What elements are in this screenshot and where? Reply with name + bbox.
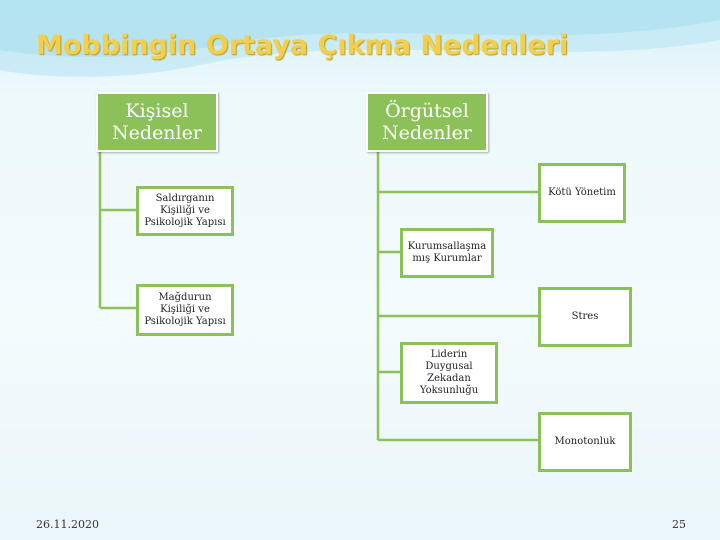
header-wave-decoration [0, 0, 720, 77]
org-item-monotony: Monotonluk [538, 412, 632, 472]
org-item-bad-management: Kötü Yönetim [538, 163, 626, 223]
org-item-leader-emotional-intelligence: Liderin Duygusal Zekadan Yoksunluğu [400, 342, 498, 404]
org-item-non-institutionalized: Kurumsallaşma mış Kurumlar [400, 228, 494, 278]
personal-item-aggressor: Saldırganın Kişiliği ve Psikolojik Yapıs… [136, 186, 234, 236]
slide-title: Mobbingin Ortaya Çıkma Nedenleri [36, 30, 569, 61]
footer-date: 26.11.2020 [36, 518, 99, 531]
organizational-reasons-header: Örgütsel Nedenler [366, 92, 488, 152]
personal-reasons-header: Kişisel Nedenler [96, 92, 218, 152]
personal-item-victim: Mağdurun Kişiliği ve Psikolojik Yapısı [136, 284, 234, 336]
footer-page-number: 25 [672, 518, 686, 531]
org-item-stress: Stres [538, 287, 632, 347]
